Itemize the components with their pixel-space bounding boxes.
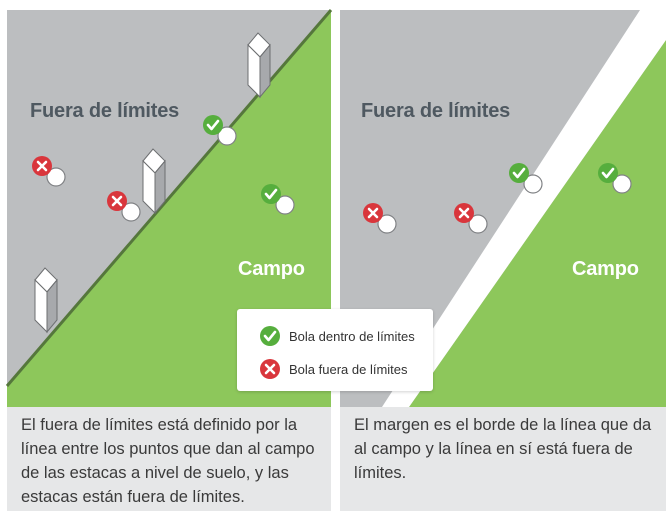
boundary-stake [247, 32, 271, 99]
green-check-icon [598, 163, 618, 183]
ball-out-of-bounds [107, 191, 141, 222]
course-area [7, 10, 331, 407]
right-course-label: Campo [572, 258, 639, 280]
red-x-icon [107, 191, 127, 211]
right-caption: El margen es el borde de la línea que da… [340, 407, 666, 511]
left-out-of-bounds-label: Fuera de límites [30, 100, 180, 122]
ball-out-of-bounds [32, 156, 66, 187]
green-check-icon [261, 184, 281, 204]
white-boundary-margin [382, 10, 666, 407]
ball-out-of-bounds [454, 203, 488, 234]
green-check-icon [203, 115, 223, 135]
ball-in-bounds [509, 163, 543, 194]
boundary-stake [142, 148, 166, 215]
legend-out-of-bounds-label: Bola fuera de límites [289, 361, 408, 377]
ball-in-bounds [598, 163, 632, 194]
legend-in-bounds-label: Bola dentro de límites [289, 328, 415, 344]
right-out-of-bounds-label: Fuera de límites [361, 100, 511, 122]
boundary-stake [34, 267, 58, 334]
ball-in-bounds [203, 115, 237, 146]
left-course-label: Campo [238, 258, 305, 280]
legend-item-out-of-bounds: Bola fuera de límites [259, 357, 408, 381]
red-x-icon [363, 203, 383, 223]
legend: Bola dentro de límites Bola fuera de lím… [237, 309, 433, 391]
boundary-line [5, 9, 333, 387]
left-panel-illustration [5, 9, 333, 407]
green-check-icon [509, 163, 529, 183]
red-x-icon [260, 359, 280, 379]
red-x-icon [32, 156, 52, 176]
green-check-icon [260, 326, 280, 346]
legend-item-in-bounds: Bola dentro de límites [259, 324, 415, 348]
ball-in-bounds [261, 184, 295, 215]
left-caption: El fuera de límites está definido por la… [7, 407, 331, 511]
ball-out-of-bounds [363, 203, 397, 234]
red-x-icon [454, 203, 474, 223]
right-panel-illustration [340, 10, 666, 407]
